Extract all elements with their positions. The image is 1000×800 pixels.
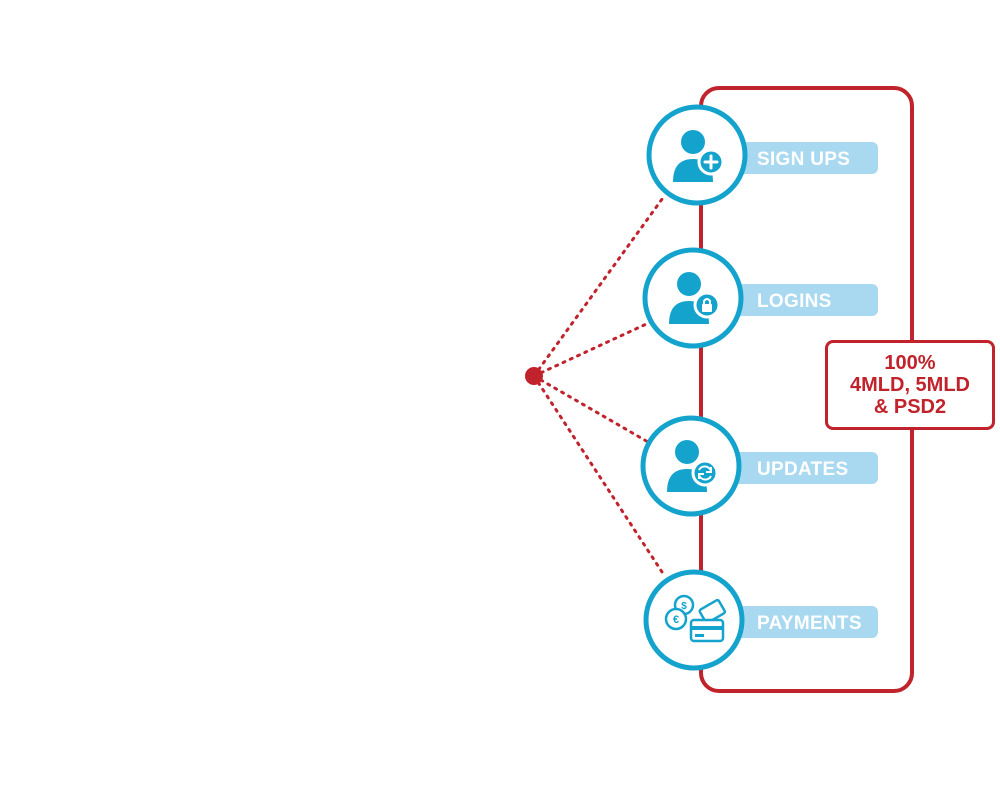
- user-refresh-icon: [667, 440, 719, 492]
- svg-text:€: €: [673, 614, 679, 626]
- item-sign-ups: SIGN UPS: [646, 104, 878, 206]
- badge-line-3: & PSD2: [873, 396, 947, 418]
- item-label-bg: [728, 606, 878, 638]
- user-plus-icon: [673, 130, 725, 182]
- compliance-badge: 100% 4MLD, 5MLD & PSD2: [825, 340, 995, 430]
- item-payments: PAYMENTS $ €: [643, 569, 878, 671]
- item-label-bg: [728, 142, 878, 174]
- connector-payments: [532, 374, 666, 577]
- connector-logins: [532, 318, 657, 378]
- item-ring: [640, 415, 742, 517]
- item-ring: [642, 247, 744, 349]
- badge-line-2: 4MLD, 5MLD: [850, 374, 970, 396]
- connector-updates: [532, 374, 650, 444]
- item-label-bg: [728, 452, 878, 484]
- item-label: PAYMENTS: [757, 613, 862, 634]
- svg-text:$: $: [681, 601, 687, 612]
- item-label: LOGINS: [757, 291, 832, 312]
- badge-line-1: 100%: [884, 352, 936, 374]
- connector-sign-ups: [532, 193, 667, 378]
- coins-and-card-icon: $ €: [664, 594, 727, 643]
- item-label-bg: [728, 284, 878, 316]
- user-lock-icon: [669, 272, 721, 324]
- item-ring: [646, 104, 748, 206]
- source-dot: [525, 367, 543, 385]
- item-updates: UPDATES: [640, 415, 878, 517]
- item-logins: LOGINS: [642, 247, 878, 349]
- dotted-connectors: [532, 193, 667, 577]
- item-label: SIGN UPS: [757, 149, 850, 170]
- item-label: UPDATES: [757, 459, 848, 480]
